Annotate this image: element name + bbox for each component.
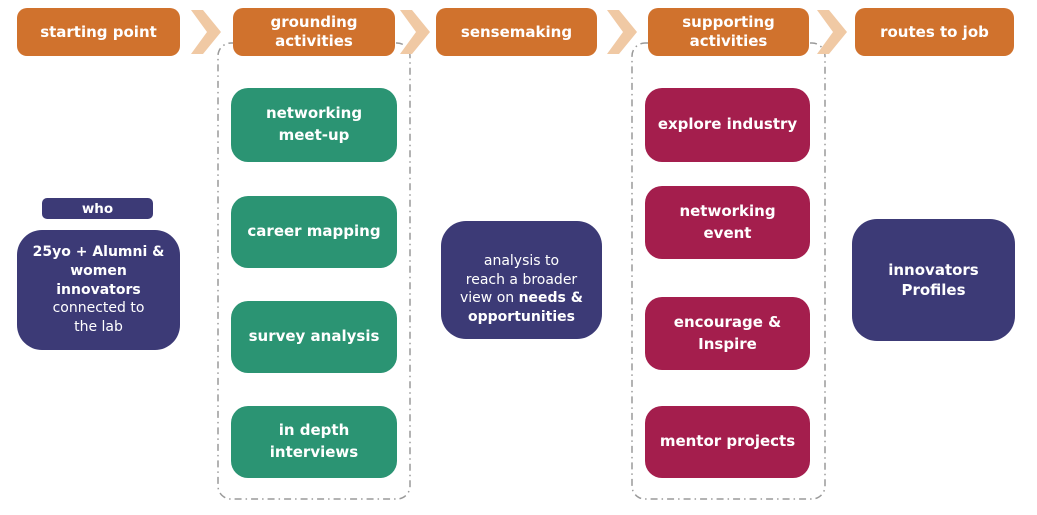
stage-header-starting-point: starting point	[17, 8, 180, 56]
chevron-right-icon	[191, 10, 221, 54]
chevron-right-icon	[817, 10, 847, 54]
sensemaking-text: analysis to reach a broader view on need…	[460, 233, 583, 327]
who-label: who	[81, 200, 114, 217]
activity-card-mentor-projects: mentor projects	[645, 406, 810, 478]
sensemaking-summary-card: analysis to reach a broader view on need…	[441, 221, 602, 339]
activity-label: survey analysis	[248, 327, 380, 346]
stage-header-label: routes to job	[880, 22, 989, 41]
activity-label: career mapping	[247, 222, 381, 241]
profiles-label: innovators Profiles	[888, 260, 979, 299]
activity-card-networking-event: networking event	[645, 186, 810, 259]
activity-card-networking-meetup: networking meet-up	[231, 88, 397, 162]
stage-header-label: starting point	[40, 22, 157, 41]
who-label-tag: who	[42, 198, 153, 219]
stage-header-grounding-activities: grounding activities	[233, 8, 395, 56]
activity-card-survey-analysis: survey analysis	[231, 301, 397, 373]
sensemaking-text-bold: needs & opportunities	[468, 290, 583, 326]
activity-card-explore-industry: explore industry	[645, 88, 810, 162]
activity-label: mentor projects	[659, 432, 796, 451]
activity-card-in-depth-interviews: in depth interviews	[231, 406, 397, 478]
stage-header-sensemaking: sensemaking	[436, 8, 597, 56]
stage-header-routes-to-job: routes to job	[855, 8, 1014, 56]
chevron-right-icon	[607, 10, 637, 54]
activity-label: explore industry	[657, 115, 798, 134]
activity-label: in depth interviews	[269, 421, 359, 461]
activity-card-career-mapping: career mapping	[231, 196, 397, 268]
audience-text-regular: connected to the lab	[52, 300, 145, 336]
stage-header-label: sensemaking	[460, 22, 573, 41]
activity-label: networking meet-up	[265, 104, 363, 144]
stage-header-label: grounding activities	[270, 13, 358, 50]
profiles-card: innovators Profiles	[852, 219, 1015, 341]
activity-label: networking event	[679, 201, 776, 242]
stage-header-label: supporting activities	[682, 13, 775, 50]
sensemaking-text-regular: analysis to reach a broader view on	[460, 252, 578, 307]
audience-text-bold: 25yo + Alumni & women innovators	[32, 243, 165, 298]
activity-label: encourage & Inspire	[673, 312, 782, 353]
chevron-right-icon	[400, 10, 430, 54]
audience-card: 25yo + Alumni & women innovators connect…	[17, 230, 180, 350]
activity-card-encourage-inspire: encourage & Inspire	[645, 297, 810, 370]
stage-header-supporting-activities: supporting activities	[648, 8, 809, 56]
